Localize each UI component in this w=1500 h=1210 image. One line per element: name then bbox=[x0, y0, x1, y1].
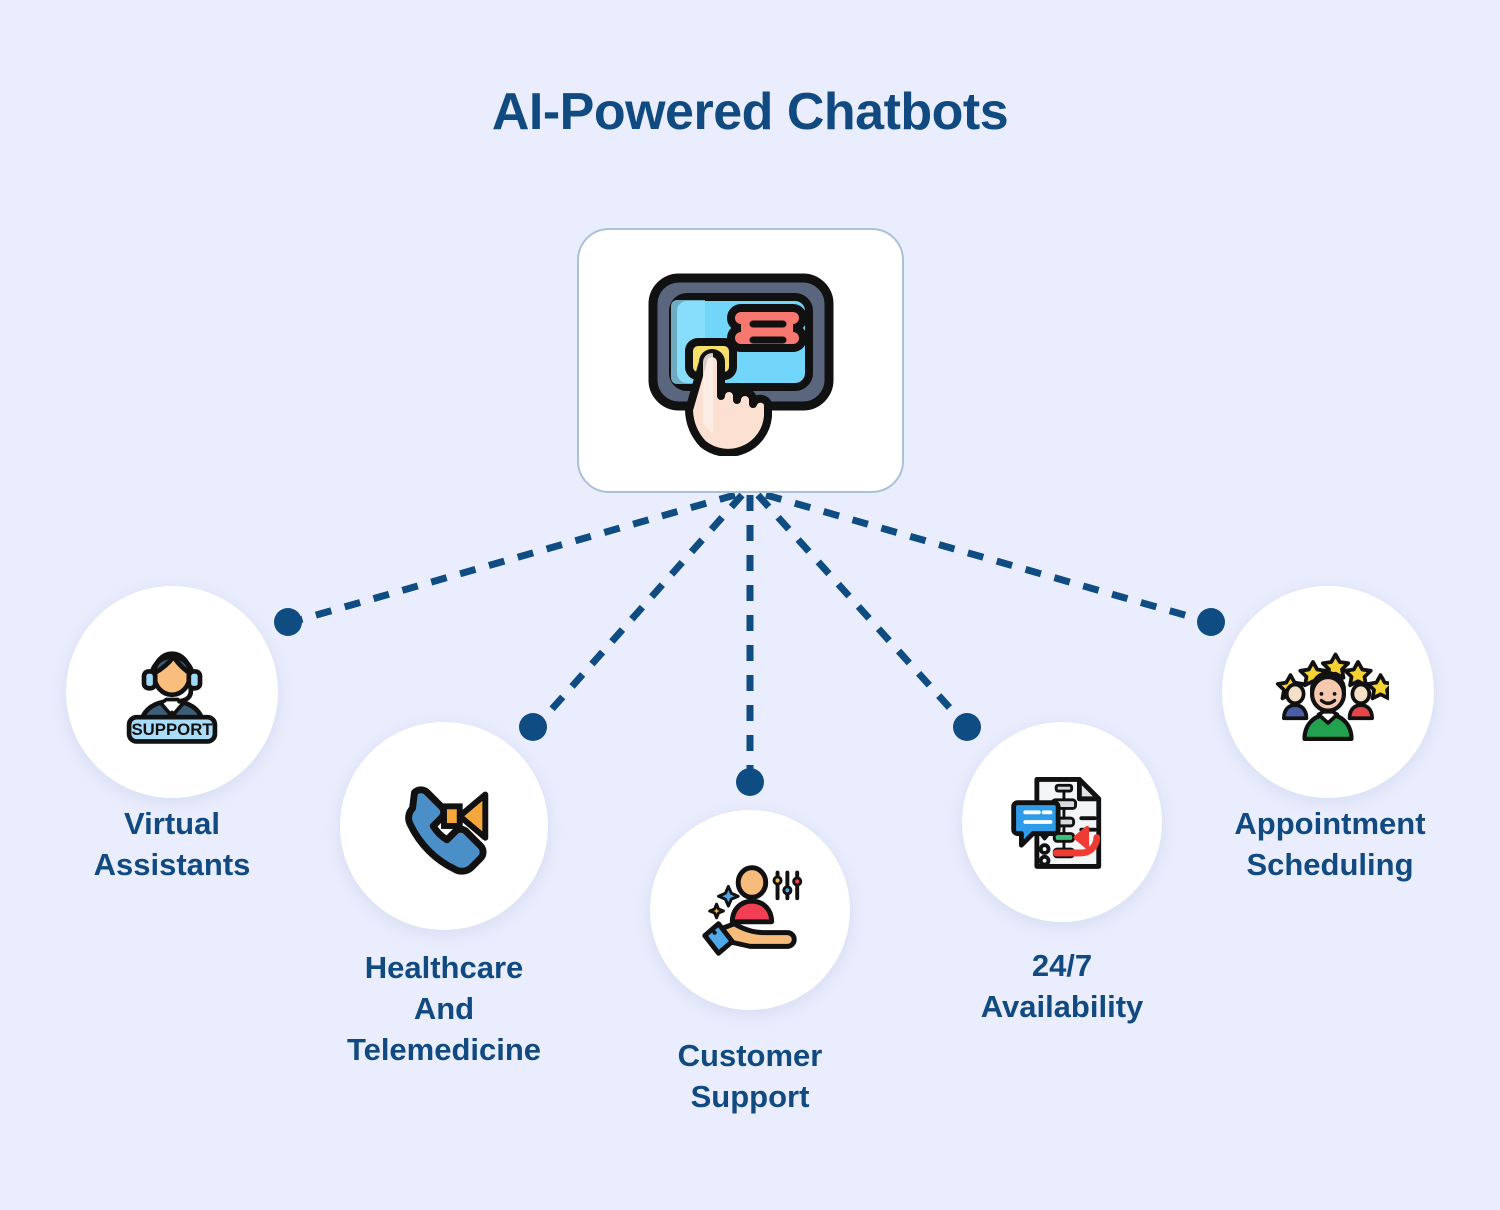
node-bubble-appointment[interactable] bbox=[1222, 586, 1434, 798]
wire-to-healthcare bbox=[533, 492, 745, 730]
node-label-customer-support: Customer Support bbox=[677, 1038, 823, 1114]
wire-to-virtual-assistants bbox=[291, 491, 736, 626]
support-agent-icon: SUPPORT bbox=[126, 651, 218, 744]
center-card[interactable] bbox=[577, 228, 904, 493]
node-label-appointment: Appointment Scheduling bbox=[1234, 806, 1426, 882]
wire-to-availability bbox=[755, 492, 970, 730]
wire-dot-healthcare bbox=[519, 713, 547, 741]
five-star-rating-people-icon bbox=[1275, 652, 1389, 742]
support-sign-text: SUPPORT bbox=[131, 720, 213, 739]
phone-speaker-icon bbox=[405, 786, 489, 875]
node-bubble-healthcare[interactable] bbox=[340, 722, 548, 930]
node-label-availability: 24/7 Availability bbox=[980, 948, 1144, 1024]
node-bubble-virtual-assistants[interactable]: SUPPORT bbox=[66, 586, 278, 798]
wire-dot-availability bbox=[953, 713, 981, 741]
wire-to-appointment bbox=[765, 491, 1210, 626]
page-title: AI-Powered Chatbots bbox=[491, 83, 1009, 141]
node-label-virtual-assistants: Virtual Assistants bbox=[93, 806, 251, 882]
node-bubble-availability[interactable] bbox=[962, 722, 1162, 922]
chat-tablet-tap-icon bbox=[648, 273, 833, 456]
node-label-healthcare: Healthcare And Telemedicine bbox=[346, 950, 542, 1067]
wire-dot-virtual-assistants bbox=[274, 608, 302, 636]
wire-dot-customer-support bbox=[736, 768, 764, 796]
checklist-document-chat-icon bbox=[1011, 777, 1102, 869]
node-bubble-customer-support[interactable] bbox=[650, 810, 850, 1010]
wire-dot-appointment bbox=[1197, 608, 1225, 636]
hand-user-settings-icon bbox=[702, 865, 803, 956]
